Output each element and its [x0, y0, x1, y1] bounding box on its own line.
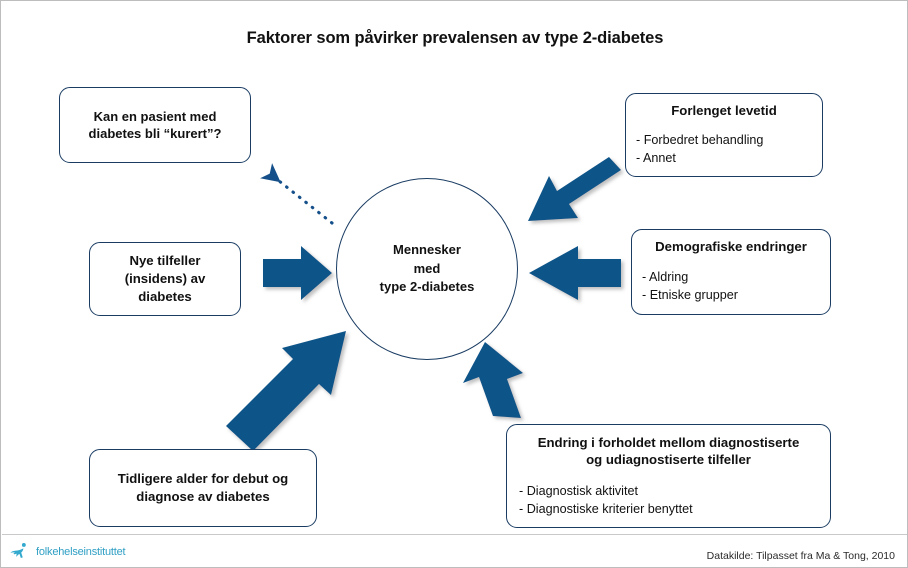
- node-nye-tilfeller-label: Nye tilfeller (insidens) av diabetes: [90, 243, 240, 315]
- node-endring-heading: Endring i forholdet mellom diagnostisert…: [519, 435, 818, 469]
- footer-divider: [2, 534, 907, 535]
- center-line-3: type 2-diabetes: [379, 279, 475, 295]
- arrow-demografi-to-center: [529, 246, 621, 300]
- tidligere-line-2: diagnose av diabetes: [136, 489, 270, 504]
- center-node-label: Mennesker med type 2-diabetes: [380, 241, 475, 298]
- arrow-levetid-to-center: [528, 157, 621, 221]
- nye-line-3: diabetes: [138, 288, 192, 304]
- endring-item: - Diagnostiske kriterier benyttet: [519, 501, 693, 516]
- node-kurert-label: Kan en pasient med diabetes bli “kurert”…: [60, 88, 250, 162]
- tidligere-line-1: Tidligere alder for debut og: [117, 471, 289, 487]
- center-line-2: med: [413, 260, 441, 276]
- endring-item: - Diagnostisk aktivitet: [519, 483, 638, 498]
- arrow-endring-to-center: [463, 342, 523, 418]
- arrow-nye-tilfeller-to-center: [263, 246, 332, 300]
- node-kan-pasient-bli-kurert[interactable]: Kan en pasient med diabetes bli “kurert”…: [59, 87, 251, 163]
- endring-heading-line-1: Endring i forholdet mellom diagnostisert…: [537, 435, 800, 450]
- folkehelseinstituttet-logo: folkehelseinstituttet: [9, 541, 126, 563]
- dotted-arrow-center-to-kurert: [260, 163, 334, 225]
- node-endring-diagnostiserte-udiagnostiserte[interactable]: Endring i forholdet mellom diagnostisert…: [506, 424, 831, 528]
- demografi-item: - Etniske grupper: [642, 287, 738, 302]
- node-endring-items: - Diagnostisk aktivitet - Diagnostiske k…: [519, 483, 818, 519]
- kurert-line-1: Kan en pasient med: [93, 108, 217, 124]
- node-levetid-items: - Forbedret behandling - Annet: [636, 132, 812, 168]
- logo-wordmark: folkehelseinstituttet: [36, 546, 126, 558]
- nye-line-2: (insidens) av: [124, 271, 206, 287]
- node-demografi-heading: Demografiske endringer: [655, 239, 807, 254]
- leaping-figure-icon: [10, 543, 26, 558]
- node-levetid-heading: Forlenget levetid: [671, 103, 777, 118]
- center-node-people-with-type2-diabetes[interactable]: Mennesker med type 2-diabetes: [336, 178, 518, 360]
- levetid-item: - Forbedret behandling: [636, 132, 764, 147]
- page-title: Faktorer som påvirker prevalensen av typ…: [246, 29, 664, 47]
- node-tidligere-alder-debut-diagnose[interactable]: Tidligere alder for debut og diagnose av…: [89, 449, 317, 527]
- demografi-item: - Aldring: [642, 269, 689, 284]
- center-line-1: Mennesker: [393, 241, 461, 257]
- node-nye-tilfeller-insidens[interactable]: Nye tilfeller (insidens) av diabetes: [89, 242, 241, 316]
- nye-line-1: Nye tilfeller: [129, 253, 201, 269]
- node-forlenget-levetid[interactable]: Forlenget levetid - Forbedret behandling…: [625, 93, 823, 177]
- node-demografi-items: - Aldring - Etniske grupper: [642, 269, 820, 305]
- kurert-line-2: diabetes bli “kurert”?: [88, 126, 222, 141]
- endring-heading-line-2: og udiagnostiserte tilfeller: [586, 451, 751, 467]
- arrow-tidligere-alder-to-center: [226, 331, 346, 451]
- levetid-item: - Annet: [636, 150, 676, 165]
- data-source-caption: Datakilde: Tilpasset fra Ma & Tong, 2010: [706, 550, 895, 562]
- node-demografiske-endringer[interactable]: Demografiske endringer - Aldring - Etnis…: [631, 229, 831, 315]
- node-tidligere-alder-label: Tidligere alder for debut og diagnose av…: [90, 450, 316, 526]
